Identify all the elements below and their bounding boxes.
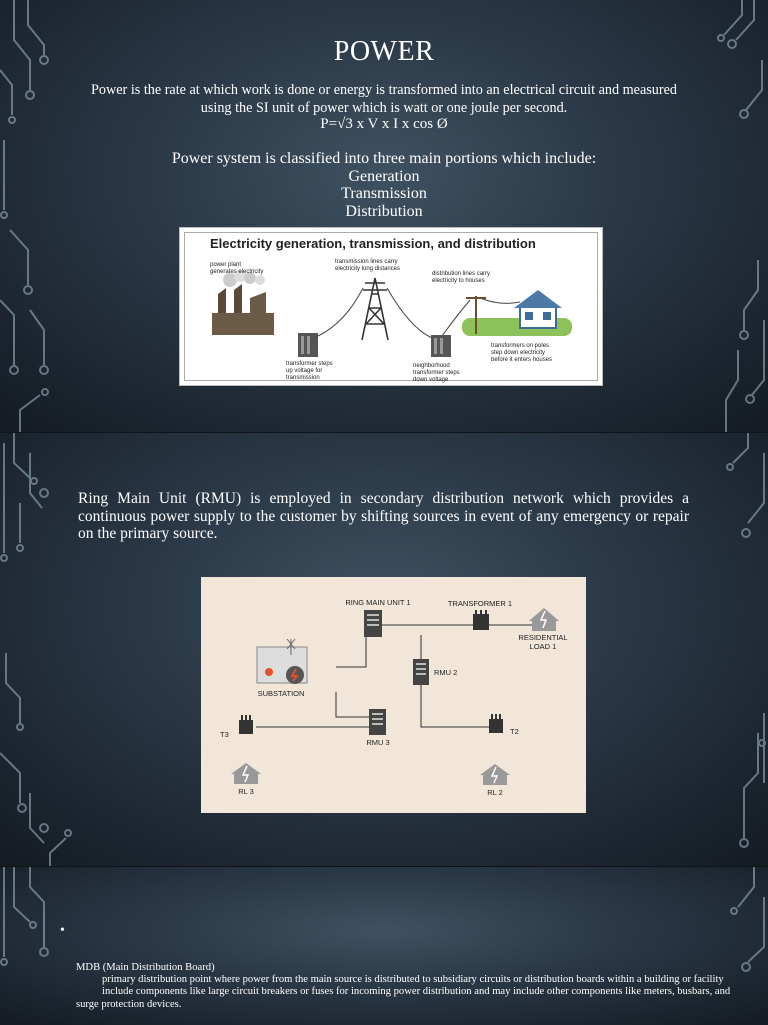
- t2-icon: [489, 714, 503, 733]
- page-title: POWER: [333, 36, 435, 67]
- portion-distribution: Distribution: [345, 202, 423, 220]
- label-rl3: RL 3: [238, 787, 254, 796]
- label-poles-2: step down electricity: [491, 350, 545, 356]
- utility-pole-icon: [466, 296, 486, 334]
- rmu1-icon: [364, 610, 382, 637]
- label-distribution-2: electricity to houses: [432, 278, 485, 284]
- portion-generation: Generation: [348, 167, 420, 185]
- transformer1-icon: [473, 610, 489, 630]
- step-up-transformer-icon: [298, 333, 318, 357]
- circuit-decoration-left: [0, 433, 72, 866]
- figure-title: Electricity generation, transmission, an…: [210, 236, 536, 251]
- label-transformer-1: TRANSFORMER 1: [448, 599, 512, 608]
- mdb-text: MDB (Main Distribution Board) primary di…: [76, 962, 740, 1011]
- circuit-decoration-right: [726, 433, 766, 848]
- slide-power: POWER Power is the rate at which work is…: [0, 0, 768, 432]
- rmu2-icon: [413, 659, 429, 685]
- label-ring-main-unit-1: RING MAIN UNIT 1: [345, 598, 410, 607]
- rl2-icon: [480, 764, 510, 785]
- label-residential-load-1b: LOAD 1: [530, 642, 557, 651]
- label-stepup-1: transformer steps: [286, 361, 333, 367]
- label-rmu3: RMU 3: [366, 738, 389, 747]
- bullet-marker: •: [60, 923, 65, 938]
- rl3-icon: [231, 763, 261, 784]
- label-distribution-1: distribution lines carry: [432, 271, 490, 277]
- slide-ring-main-unit: Ring Main Unit (RMU) is employed in seco…: [0, 432, 768, 866]
- label-t3: T3: [220, 730, 229, 739]
- label-rmu2: RMU 2: [434, 668, 457, 677]
- substation-icon: [256, 638, 308, 684]
- label-stepup-3: transmission: [286, 375, 320, 381]
- circuit-decoration-right: [717, 0, 765, 432]
- power-system-portions: Power system is classified into three ma…: [0, 150, 768, 220]
- label-stepup-2: up voltage for: [286, 368, 322, 374]
- label-transmission-1: transmission lines carry: [335, 259, 398, 265]
- residential-load1-icon: [529, 608, 559, 631]
- rmu-paragraph: Ring Main Unit (RMU) is employed in seco…: [78, 490, 689, 542]
- house-icon: [514, 290, 562, 329]
- circuit-decoration-right: [730, 867, 765, 972]
- label-rl2: RL 2: [487, 788, 503, 797]
- mdb-line-2: include components like large circuit br…: [76, 986, 731, 1010]
- portion-transmission: Transmission: [341, 185, 427, 203]
- transmission-tower-icon: [361, 277, 389, 341]
- mdb-heading: MDB (Main Distribution Board): [76, 962, 215, 973]
- circuit-decoration-left: [0, 0, 49, 432]
- circuit-decoration-left: [0, 867, 49, 966]
- power-lines: [317, 287, 521, 339]
- ring-main-unit-diagram: RING MAIN UNIT 1 TRANSFORMER 1 RESIDENTI…: [201, 577, 586, 813]
- power-definition: Power is the rate at which work is done …: [91, 82, 677, 116]
- label-neighborhood-3: down voltage: [413, 377, 449, 383]
- label-plant-2: generates electricity: [210, 269, 263, 275]
- power-plant-icon: [212, 270, 274, 335]
- label-t2: T2: [510, 727, 519, 736]
- label-transmission-2: electricity long distances: [335, 266, 400, 272]
- label-substation: SUBSTATION: [258, 689, 305, 698]
- slide-mdb: • MDB (Main Distribution Board) primary …: [0, 866, 768, 1025]
- label-poles-1: transformers on poles: [491, 343, 549, 349]
- label-neighborhood-1: neighborhood: [413, 363, 450, 369]
- label-plant-1: power plant: [210, 262, 241, 268]
- t3-icon: [239, 715, 253, 734]
- label-residential-load-1a: RESIDENTIAL: [518, 633, 567, 642]
- power-formula: P=√3 x V x I x cos Ø: [320, 116, 448, 132]
- label-poles-3: before it enters houses: [491, 357, 552, 363]
- classified-intro: Power system is classified into three ma…: [171, 150, 597, 167]
- generation-transmission-distribution-figure: Electricity generation, transmission, an…: [179, 227, 603, 386]
- label-neighborhood-2: transformer steps: [413, 370, 460, 376]
- mdb-line-1: primary distribution point where power f…: [102, 974, 724, 986]
- neighborhood-transformer-icon: [431, 335, 451, 357]
- rmu3-icon: [369, 709, 386, 735]
